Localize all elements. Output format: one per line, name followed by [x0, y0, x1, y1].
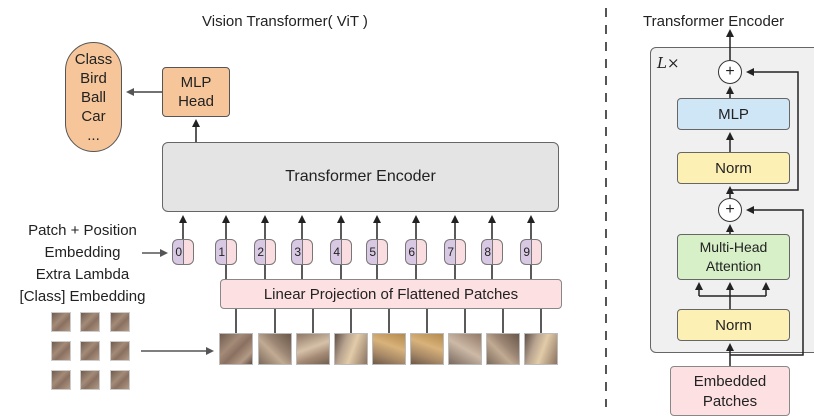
token-2: 2: [254, 239, 276, 265]
label-class-embedding: [Class] Embedding: [19, 288, 146, 305]
flattened-patch-1: [219, 333, 253, 365]
encoder-norm-top-block: Norm: [677, 152, 790, 184]
mlp-head-line2: Head: [178, 93, 214, 110]
position-embedding: [226, 239, 237, 265]
encoder-detail-title: Transformer Encoder: [643, 13, 785, 30]
mlp-head-box: MLP Head: [162, 67, 230, 117]
source-image-patch: [80, 341, 100, 361]
transformer-encoder-block: Transformer Encoder: [162, 142, 559, 212]
mlp-head-line1: MLP: [180, 74, 212, 91]
patch-to-projection-lines: [235, 309, 542, 333]
connector-arrows: [126, 8, 804, 407]
linear-projection-label: Linear Projection of Flattened Patches: [263, 285, 519, 303]
label-embedding: Embedding: [44, 244, 121, 261]
mha-line2: Attention: [705, 258, 762, 274]
token-arrows: [179, 215, 535, 239]
embedded-patches-line2: Patches: [702, 393, 758, 410]
position-embedding: [531, 239, 542, 265]
token-4: 4: [330, 239, 352, 265]
flattened-patch-6: [410, 333, 444, 365]
token-1: 1: [215, 239, 237, 265]
token-8: 8: [481, 239, 503, 265]
token-7: 7: [444, 239, 466, 265]
source-image-patch: [51, 312, 71, 332]
source-image-patch: [110, 341, 130, 361]
embedded-patches-line1: Embedded: [693, 373, 767, 390]
flattened-patch-5: [372, 333, 406, 365]
class-label: Class: [74, 50, 113, 68]
position-embedding: [416, 239, 427, 265]
token-number: 5: [366, 239, 377, 265]
plus-sign: +: [725, 201, 735, 218]
source-image-patch: [51, 370, 71, 390]
position-embedding: [302, 239, 313, 265]
token-3: 3: [291, 239, 313, 265]
class-output-pill: Class Bird Ball Car ...: [65, 42, 122, 152]
multi-head-attention-block: Multi-Head Attention: [677, 234, 790, 280]
source-image-patch: [51, 341, 71, 361]
token-number: 0: [172, 239, 183, 265]
token-number: 3: [291, 239, 302, 265]
token-number: 9: [520, 239, 531, 265]
residual-add-top-icon: +: [718, 60, 742, 84]
token-number: 6: [405, 239, 416, 265]
transformer-encoder-label: Transformer Encoder: [285, 168, 436, 185]
flattened-patch-7: [448, 333, 482, 365]
label-patch-position: Patch + Position: [28, 222, 137, 239]
flattened-patch-2: [258, 333, 292, 365]
encoder-norm-bottom-block: Norm: [677, 309, 790, 341]
position-embedding: [183, 239, 194, 265]
position-embedding: [492, 239, 503, 265]
token-9: 9: [520, 239, 542, 265]
repeat-count-label: L×: [657, 54, 680, 72]
flattened-patch-9: [524, 333, 558, 365]
flattened-patch-4: [334, 333, 368, 365]
encoder-mlp-label: MLP: [718, 105, 749, 123]
class-car: Car: [81, 107, 106, 125]
class-ball: Ball: [80, 88, 106, 106]
token-5: 5: [366, 239, 388, 265]
token-6: 6: [405, 239, 427, 265]
encoder-mlp-block: MLP: [677, 98, 790, 130]
projection-to-token-lines: [225, 265, 532, 279]
position-embedding: [341, 239, 352, 265]
source-image-patch: [110, 370, 130, 390]
mha-line1: Multi-Head: [699, 239, 768, 255]
vit-title: Vision Transformer( ViT ): [202, 13, 368, 30]
token-0: 0: [172, 239, 194, 265]
residual-add-bottom-icon: +: [718, 198, 742, 222]
linear-projection-block: Linear Projection of Flattened Patches: [220, 279, 562, 309]
encoder-norm-bottom-label: Norm: [715, 316, 752, 334]
plus-sign: +: [725, 63, 735, 80]
token-number: 7: [444, 239, 455, 265]
source-image-patch: [80, 312, 100, 332]
embedding-labels: Patch + Position Embedding Extra Lambda …: [10, 220, 155, 308]
class-bird: Bird: [80, 69, 107, 87]
label-extra-lambda: Extra Lambda: [35, 266, 130, 283]
flattened-patch-3: [296, 333, 330, 365]
position-embedding: [455, 239, 466, 265]
token-number: 1: [215, 239, 226, 265]
flattened-patch-8: [486, 333, 520, 365]
token-number: 2: [254, 239, 265, 265]
token-number: 4: [330, 239, 341, 265]
source-image-patch: [80, 370, 100, 390]
encoder-flow-lines: [695, 29, 804, 366]
position-embedding: [265, 239, 276, 265]
encoder-norm-top-label: Norm: [715, 159, 752, 177]
position-embedding: [377, 239, 388, 265]
token-number: 8: [481, 239, 492, 265]
class-ellipsis: ...: [87, 126, 100, 144]
source-image-patch: [110, 312, 130, 332]
